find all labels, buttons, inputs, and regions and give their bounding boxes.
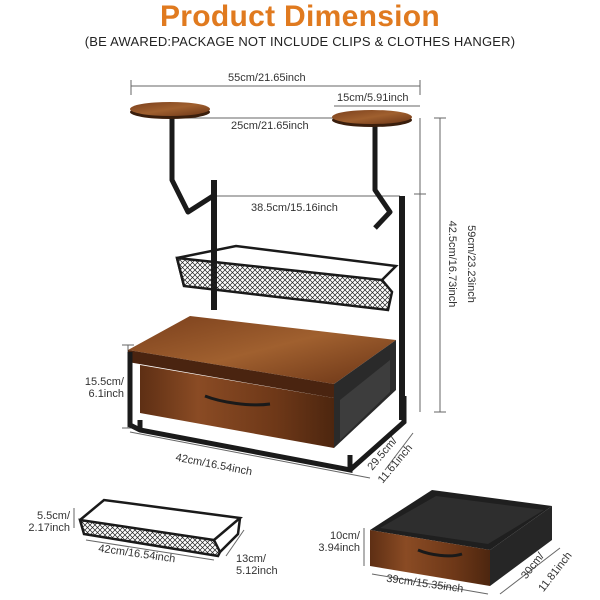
- left-round-tray: [130, 102, 210, 119]
- base-height-cm-label: 15.5cm/: [84, 376, 124, 388]
- drawer-height-in-label: 3.94inch: [318, 542, 360, 554]
- page-title: Product Dimension: [159, 0, 441, 33]
- detached-drawer: [370, 490, 552, 586]
- total-height-label: 59cm/23.23inch: [465, 225, 477, 303]
- basket-height-in-label: 2.17inch: [28, 522, 70, 534]
- tray-diameter-label: 15cm/5.91inch: [337, 92, 409, 104]
- mesh-basket: [175, 244, 399, 312]
- package-note: (BE AWARED:PACKAGE NOT INCLUDE CLIPS & C…: [84, 34, 516, 49]
- right-tray-arm: [372, 122, 393, 230]
- base-height-in-label: 6.1inch: [88, 388, 124, 400]
- drawer-dimension-lines: [363, 528, 561, 595]
- basket-height-cm-label: 5.5cm/: [36, 510, 70, 522]
- basket-depth-cm-label: 13cm/: [236, 553, 266, 565]
- drawer-height-cm-label: 10cm/: [330, 530, 360, 542]
- right-round-tray: [332, 110, 412, 127]
- base-cabinet: [127, 316, 407, 474]
- tray-spacing-label: 25cm/21.65inch: [231, 120, 309, 132]
- rack-width-label: 38.5cm/15.16inch: [251, 202, 338, 214]
- basket-dimension-lines: [73, 508, 245, 561]
- left-tray-arm: [169, 116, 215, 215]
- basket-depth-in-label: 5.12inch: [236, 565, 278, 577]
- total-width-label: 55cm/21.65inch: [228, 72, 306, 84]
- detached-basket: [78, 498, 243, 558]
- upper-height-label: 42.5cm/16.73inch: [446, 220, 458, 308]
